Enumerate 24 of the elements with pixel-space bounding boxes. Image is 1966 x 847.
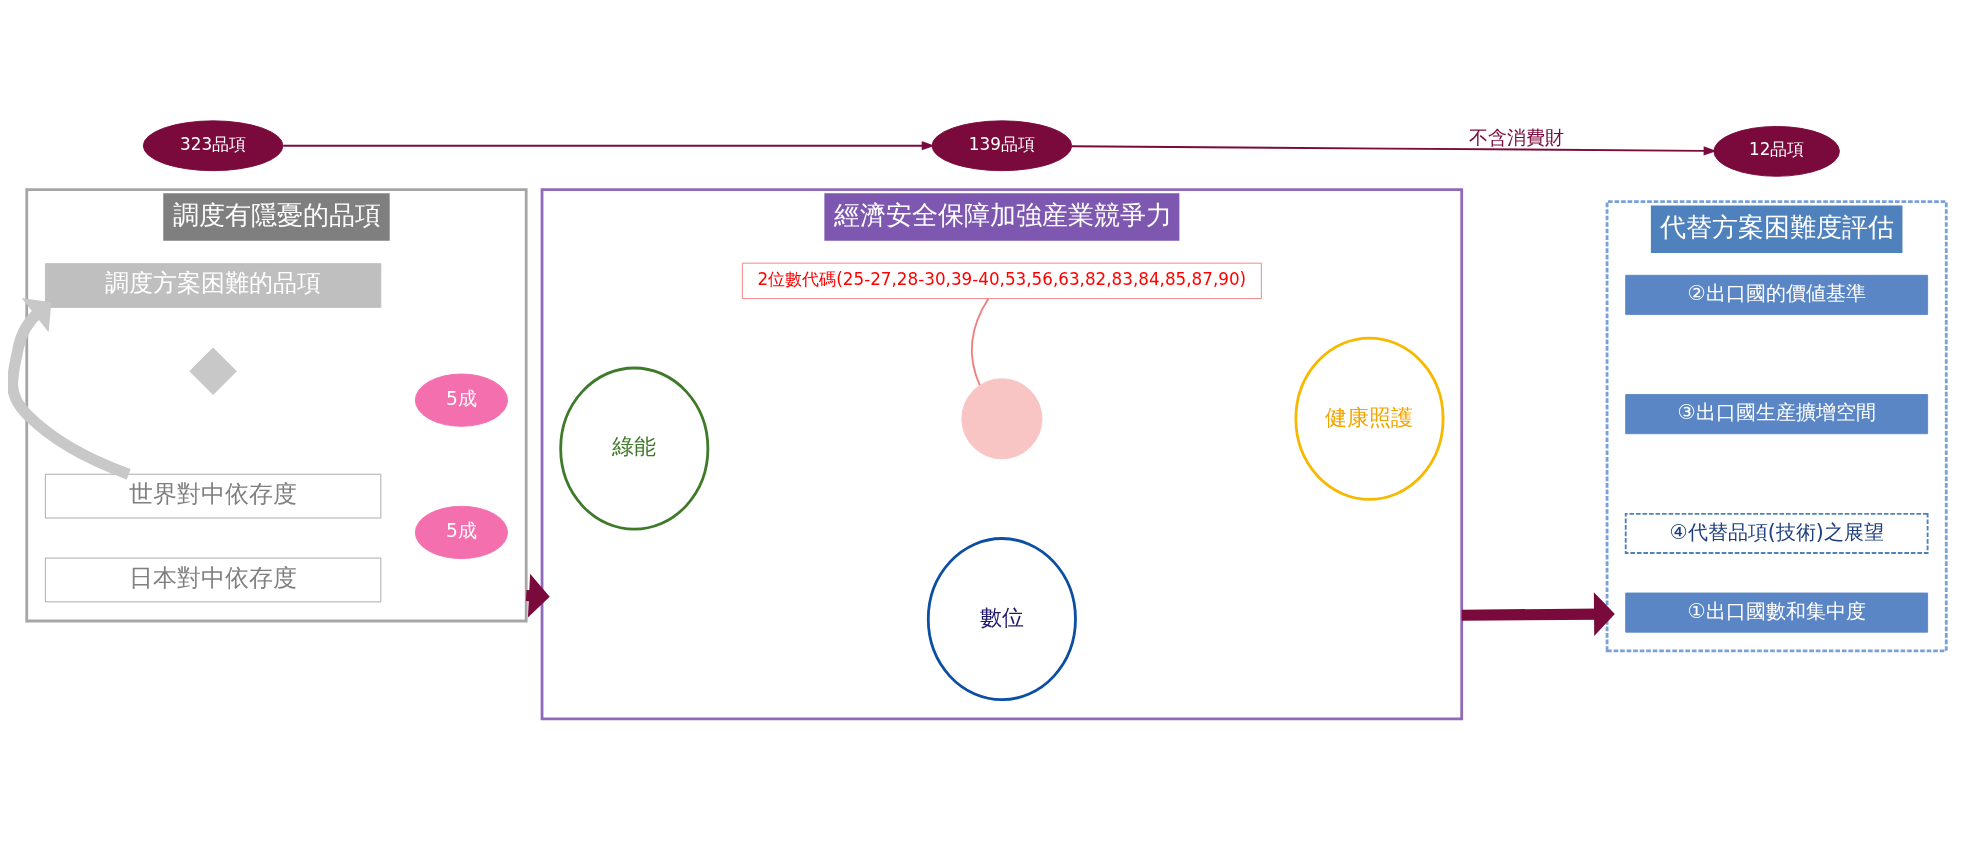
node-cross bbox=[189, 347, 237, 395]
node-circle: 健康照護 bbox=[1294, 336, 1445, 501]
node-box: ②出口國的價値基準 bbox=[1625, 274, 1929, 315]
connector bbox=[970, 297, 990, 387]
edge-label: 不含消費財 bbox=[1469, 126, 1565, 148]
node-circle bbox=[961, 378, 1043, 460]
node-circle: 綠能 bbox=[559, 366, 710, 531]
node-ellipse: 139品項 bbox=[931, 120, 1073, 172]
node-ellipse: 5成 bbox=[414, 505, 508, 560]
arrow bbox=[1070, 145, 1717, 156]
arrow bbox=[8, 297, 131, 480]
node-ellipse: 12品項 bbox=[1713, 125, 1840, 177]
node-box: 世界對中依存度 bbox=[44, 473, 382, 519]
node-box: ④代替品項(技術)之展望 bbox=[1624, 512, 1929, 554]
node-box: 調度方案困難的品項 bbox=[44, 263, 382, 308]
arrow bbox=[1461, 592, 1615, 636]
node-box: 2位數代碼(25-27,28-30,39-40,53,56,63,82,83,84,85,87,90) bbox=[741, 262, 1262, 300]
node-ellipse: 5成 bbox=[414, 373, 508, 427]
node-ellipse: 323品項 bbox=[142, 120, 284, 172]
arrow bbox=[282, 141, 935, 151]
node-box: ③出口國生産擴增空間 bbox=[1625, 394, 1929, 435]
node-circle: 數位 bbox=[926, 537, 1077, 702]
node-box: ①出口國數和集中度 bbox=[1625, 592, 1929, 633]
node-box: 日本對中依存度 bbox=[44, 557, 382, 603]
